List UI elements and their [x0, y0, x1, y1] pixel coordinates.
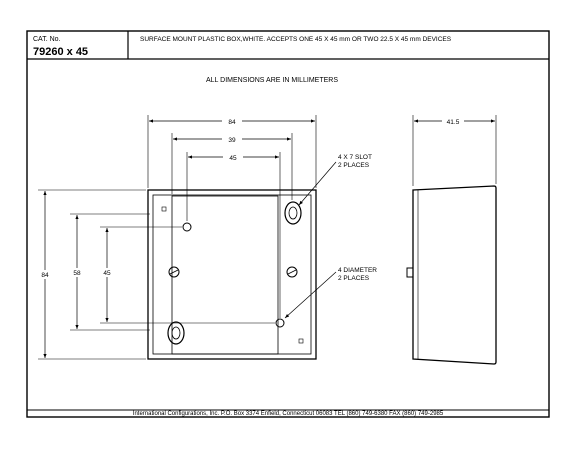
- dim-width-overall: 84: [228, 119, 236, 126]
- product-description: SURFACE MOUNT PLASTIC BOX,WHITE. ACCEPTS…: [140, 36, 452, 43]
- dim-height-inner: 45: [103, 270, 111, 277]
- front-view: [147, 189, 317, 360]
- title-block: CAT. No. 79260 x 45 SURFACE MOUNT PLASTI…: [27, 31, 549, 60]
- hole-callout: 4 DIAMETER 2 PLACES: [284, 267, 377, 319]
- slot-callout-line2: 2 PLACES: [338, 162, 370, 169]
- dim-height-mid: 58: [73, 270, 81, 277]
- vertical-dimensions: [38, 189, 275, 360]
- dim-width-inner: 45: [229, 155, 237, 162]
- side-lug: [406, 267, 414, 278]
- dim-width-mid: 39: [228, 137, 236, 144]
- screw-boss-right: [286, 266, 298, 278]
- slot-callout: 4 X 7 SLOT 2 PLACES: [298, 154, 372, 206]
- slot-top-right: [284, 201, 302, 225]
- slot-bottom-left: [167, 321, 185, 345]
- cat-number: 79260 x 45: [33, 46, 88, 58]
- hole-callout-line2: 2 PLACES: [338, 275, 370, 282]
- side-view: [406, 115, 497, 365]
- hole-top-left: [182, 222, 192, 232]
- hole-callout-line1: 4 DIAMETER: [338, 267, 377, 274]
- dimensions-note: ALL DIMENSIONS ARE IN MILLIMETERS: [206, 77, 338, 84]
- box-outer-outline: [147, 189, 317, 360]
- screw-boss-left: [168, 266, 180, 278]
- hole-bottom-right: [275, 318, 285, 328]
- dim-height-overall: 84: [41, 272, 49, 279]
- dim-depth: 41.5: [447, 119, 460, 126]
- device-opening: [171, 195, 279, 355]
- sheet-border: [26, 30, 550, 418]
- horizontal-dimensions: [147, 115, 317, 318]
- cat-label: CAT. No.: [33, 36, 61, 43]
- footer-text: International Configurations, Inc. P.O. …: [133, 411, 444, 417]
- slot-callout-line1: 4 X 7 SLOT: [338, 154, 372, 161]
